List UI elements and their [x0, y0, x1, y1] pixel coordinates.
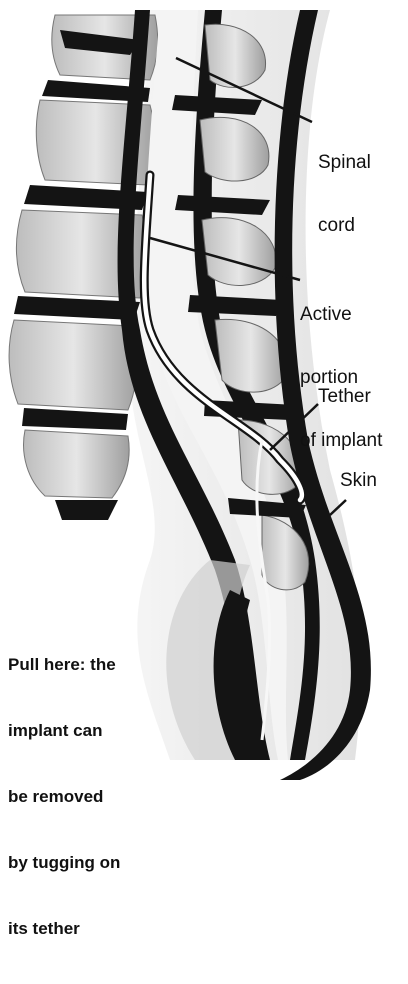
label-spinal-cord-line2: cord [318, 215, 371, 236]
label-active-portion-line2: portion [300, 367, 382, 388]
label-active-portion-line3: of implant [300, 430, 382, 451]
label-pull-here: Pull here: the implant can be removed by… [8, 610, 120, 984]
label-pull-here-line2: implant can [8, 720, 120, 742]
label-spinal-cord-line1: Spinal [318, 152, 371, 173]
label-active-portion: Active portion of implant [300, 262, 382, 493]
label-pull-here-line3: be removed [8, 786, 120, 808]
label-spinal-cord: Spinal cord [318, 110, 371, 278]
label-tether: Tether [318, 386, 371, 407]
label-skin: Skin [340, 470, 377, 491]
vertebra-5 [24, 430, 130, 498]
spine-implant-diagram: Spinal cord Active portion of implant Te… [0, 0, 408, 780]
vertebra-4 [9, 320, 137, 410]
label-pull-here-line4: by tugging on [8, 852, 120, 874]
label-active-portion-line1: Active [300, 304, 382, 325]
label-pull-here-line5: its tether [8, 918, 120, 940]
label-pull-here-line1: Pull here: the [8, 654, 120, 676]
